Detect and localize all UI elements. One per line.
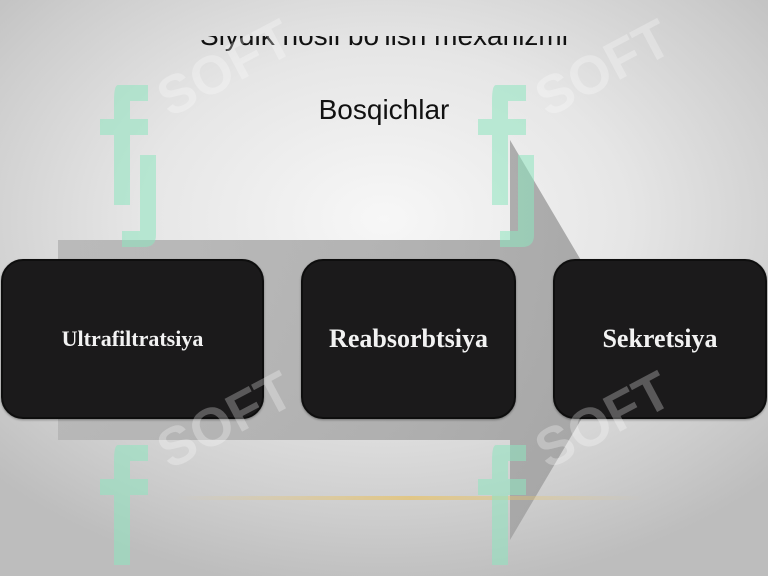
stage-reabsorption: Reabsorbtsiya (301, 259, 516, 419)
stage-secretion: Sekretsiya (553, 259, 767, 419)
stage-ultrafiltration: Ultrafiltratsiya (1, 259, 264, 419)
stage-label: Sekretsiya (602, 324, 718, 353)
stage-label: Reabsorbtsiya (329, 324, 488, 353)
decorative-line (175, 496, 645, 500)
slide-subtitle: Bosqichlar (318, 94, 450, 125)
stage-label: Ultrafiltratsiya (61, 326, 204, 351)
slide-title: Siydik hosil bo'lish mexanizmi (200, 20, 568, 51)
